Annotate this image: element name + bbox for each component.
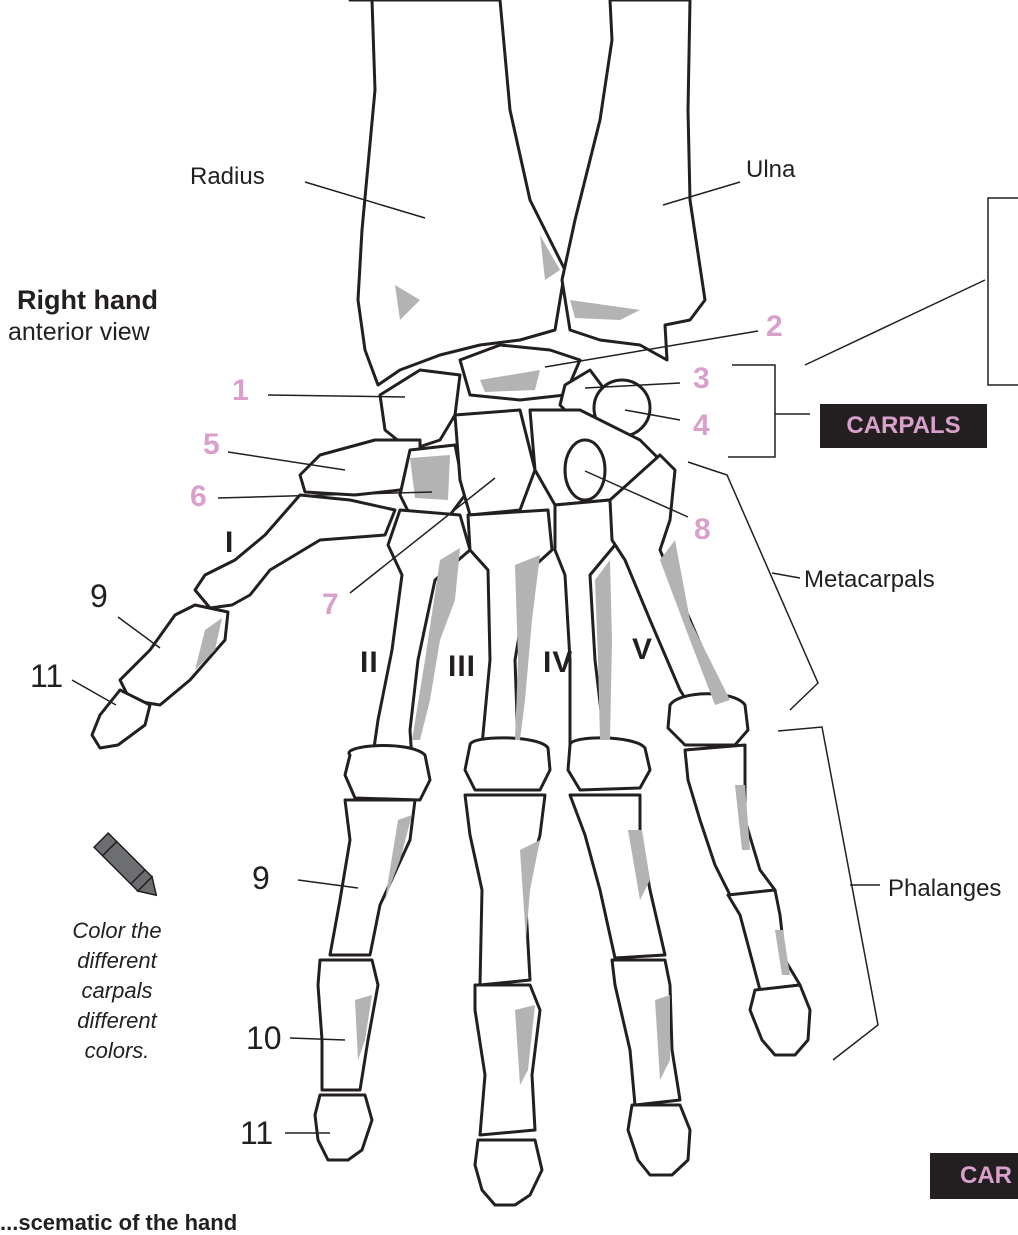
finger3-proximal	[465, 795, 545, 985]
radius-label: Radius	[190, 165, 265, 189]
finger2-distal	[315, 1095, 372, 1160]
head-5	[668, 694, 748, 745]
ulna-label: Ulna	[746, 158, 795, 182]
carpal-number-8: 8	[694, 515, 711, 545]
distal-phalanx-number: 11	[240, 1117, 273, 1149]
middle-phalanx-number: 10	[246, 1022, 282, 1054]
metacarpal-3	[468, 510, 552, 745]
cut-off-label-box: CAR	[930, 1153, 1018, 1199]
digit-numeral-1: I	[225, 528, 234, 558]
finger5-distal	[750, 985, 810, 1055]
carpal-scaphoid	[380, 370, 460, 450]
finger4-proximal	[570, 795, 665, 958]
instruction-line: Color the	[52, 916, 182, 946]
digit-numeral-3: III	[448, 652, 476, 682]
carpals-label-box: CARPALS	[820, 404, 987, 448]
carpal-number-6: 6	[190, 482, 207, 512]
digit-numeral-2: II	[360, 648, 379, 678]
instruction-line: different	[52, 946, 182, 976]
head-2	[345, 746, 430, 800]
digit-numeral-5: V	[632, 635, 653, 665]
finger2-middle	[318, 960, 378, 1090]
instruction-line: carpals	[52, 976, 182, 1006]
carpal-number-1: 1	[232, 376, 249, 406]
metacarpals-label: Metacarpals	[804, 568, 935, 592]
carpal-number-2: 2	[766, 312, 783, 342]
finger3-distal	[475, 1140, 542, 1205]
phalanges-label: Phalanges	[888, 877, 1001, 901]
head-3	[465, 738, 550, 790]
finger4-distal	[628, 1105, 690, 1175]
cut-off-caption: ...scematic of the hand	[0, 1212, 237, 1234]
carpal-number-4: 4	[693, 411, 710, 441]
carpal-number-7: 7	[322, 590, 339, 620]
carpal-number-5: 5	[203, 430, 220, 460]
diagram-title: Right hand	[17, 287, 158, 314]
proximal-phalanx-number: 9	[252, 862, 270, 894]
carpal-hamate-hook	[565, 440, 605, 500]
instruction-line: different	[52, 1006, 182, 1036]
finger5-proximal	[685, 745, 775, 895]
carpal-number-3: 3	[693, 364, 710, 394]
instruction-line: colors.	[52, 1036, 182, 1066]
coloring-instruction: Color the different carpals different co…	[52, 916, 182, 1066]
thumb-distal-number: 11	[30, 660, 63, 692]
thumb-proximal-number: 9	[90, 580, 108, 612]
digit-numeral-4: IV	[543, 648, 573, 678]
radius-bone	[350, 0, 565, 385]
head-4	[568, 738, 650, 790]
crayon-icon	[94, 833, 163, 902]
diagram-subtitle: anterior view	[8, 320, 150, 345]
thumb-proximal-phalanx	[120, 605, 228, 705]
